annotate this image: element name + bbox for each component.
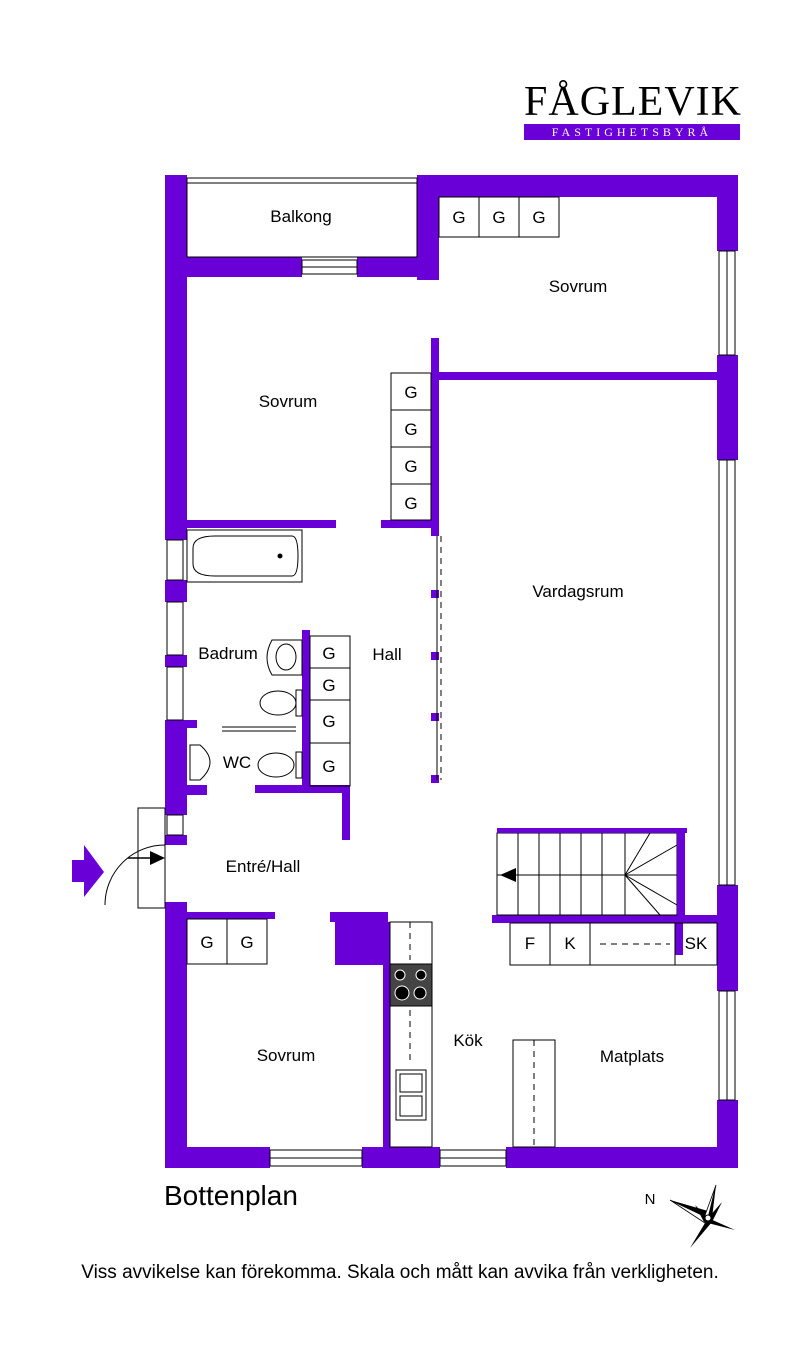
brand-logo: FÅGLEVIK FASTIGHETSBYRÅ bbox=[524, 79, 742, 140]
floor-title: Bottenplan bbox=[164, 1180, 298, 1211]
wardrobe-label: G bbox=[492, 208, 505, 227]
room-vardagsrum: Vardagsrum bbox=[532, 582, 623, 601]
room-badrum: Badrum bbox=[198, 644, 258, 663]
compass-icon bbox=[669, 1184, 735, 1248]
wall-top bbox=[417, 175, 738, 197]
room-entre: Entré/Hall bbox=[226, 857, 301, 876]
wardrobe-label: G bbox=[322, 644, 335, 663]
walls bbox=[165, 175, 738, 1168]
room-sovrum-top-left: Sovrum bbox=[259, 392, 318, 411]
wall-bottom-left bbox=[165, 1147, 270, 1168]
logo-name: FÅGLEVIK bbox=[524, 79, 742, 125]
door-arrow-icon bbox=[150, 851, 165, 865]
room-matplats: Matplats bbox=[600, 1047, 664, 1066]
compass-north-label: N bbox=[645, 1191, 656, 1208]
wall-left-lower bbox=[165, 902, 187, 1168]
wardrobe-label: G bbox=[532, 208, 545, 227]
logo-tagline: FASTIGHETSBYRÅ bbox=[524, 124, 740, 140]
stair-arrow-icon bbox=[500, 868, 516, 882]
wardrobe-label: G bbox=[200, 933, 213, 952]
entrance-arrow-icon bbox=[72, 845, 104, 897]
room-kok: Kök bbox=[453, 1031, 483, 1050]
balcony-outline bbox=[186, 177, 418, 258]
wall-bottom-right bbox=[506, 1147, 738, 1168]
room-balkong: Balkong bbox=[270, 207, 331, 226]
wardrobe-label: G bbox=[240, 933, 253, 952]
windows-and-fixtures bbox=[104, 177, 736, 1167]
wardrobe-label: G bbox=[404, 383, 417, 402]
wardrobe-label: G bbox=[404, 420, 417, 439]
wardrobe-label: G bbox=[404, 494, 417, 513]
disclaimer-text: Viss avvikelse kan förekomma. Skala och … bbox=[81, 1262, 719, 1283]
wardrobe-label: G bbox=[404, 457, 417, 476]
room-hall: Hall bbox=[372, 645, 401, 664]
wardrobe-label: G bbox=[322, 676, 335, 695]
wall-left-upper bbox=[165, 175, 187, 530]
wardrobe-label: G bbox=[322, 712, 335, 731]
stair-railing bbox=[497, 828, 687, 915]
cabinet-label: SK bbox=[685, 934, 708, 953]
room-sovrum-bottom: Sovrum bbox=[257, 1046, 316, 1065]
freezer-label: F bbox=[525, 934, 535, 953]
room-sovrum-top-right: Sovrum bbox=[549, 277, 608, 296]
wardrobe-label: G bbox=[322, 757, 335, 776]
wardrobe-labels: G G G G G G G G G G G G G bbox=[200, 208, 545, 952]
room-wc: WC bbox=[223, 753, 251, 772]
fridge-label: K bbox=[564, 934, 576, 953]
wardrobe-label: G bbox=[452, 208, 465, 227]
